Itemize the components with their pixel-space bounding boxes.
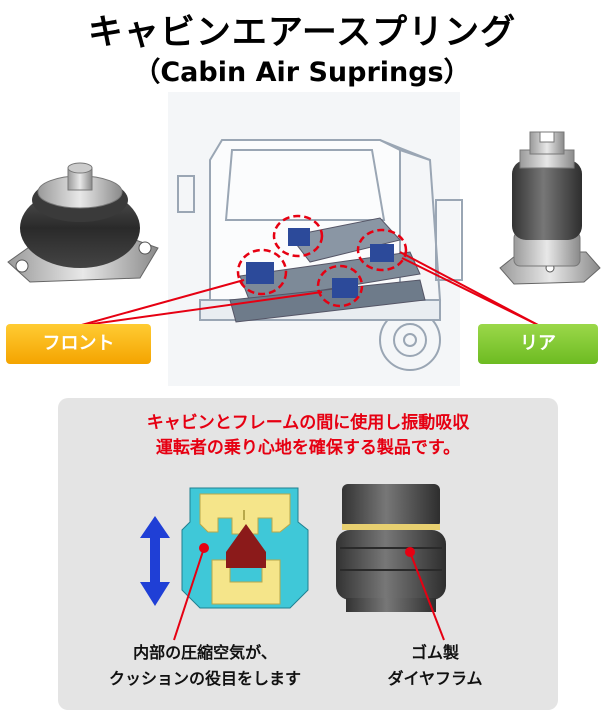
marker-front-right: [316, 264, 364, 308]
front-air-spring-image: [7, 162, 159, 283]
marker-rear-right: [356, 228, 408, 272]
caption-compressed-air: 内部の圧縮空気が、 クッションの役目をします: [70, 640, 340, 692]
front-label-tag: フロント: [6, 324, 151, 364]
truck-diagram: [168, 92, 463, 386]
caption-compressed-air-line-2: クッションの役目をします: [108, 669, 301, 688]
rear-label-tag: リア: [478, 324, 598, 364]
location-markers: [236, 214, 408, 308]
marker-rear-left: [272, 214, 324, 258]
description-line-2: 運転者の乗り心地を確保する製品です。: [155, 438, 461, 458]
marker-front-left: [236, 248, 288, 296]
page-title: キャビンエアースプリング: [87, 13, 517, 53]
description-line-1: キャビンとフレームの間に使用し振動吸収: [146, 413, 470, 433]
caption-compressed-air-line-1: 内部の圧縮空気が、: [133, 643, 277, 662]
leader-lines: [77, 251, 541, 327]
caption-rubber-diaphragm-line-1: ゴム製: [410, 643, 459, 662]
caption-rubber-diaphragm-line-2: ダイヤフラム: [387, 669, 483, 688]
caption-rubber-diaphragm: ゴム製 ダイヤフラム: [330, 640, 540, 692]
rear-air-spring-image: [499, 131, 601, 285]
page-subtitle: （Cabin Air Suprings）: [133, 57, 471, 88]
